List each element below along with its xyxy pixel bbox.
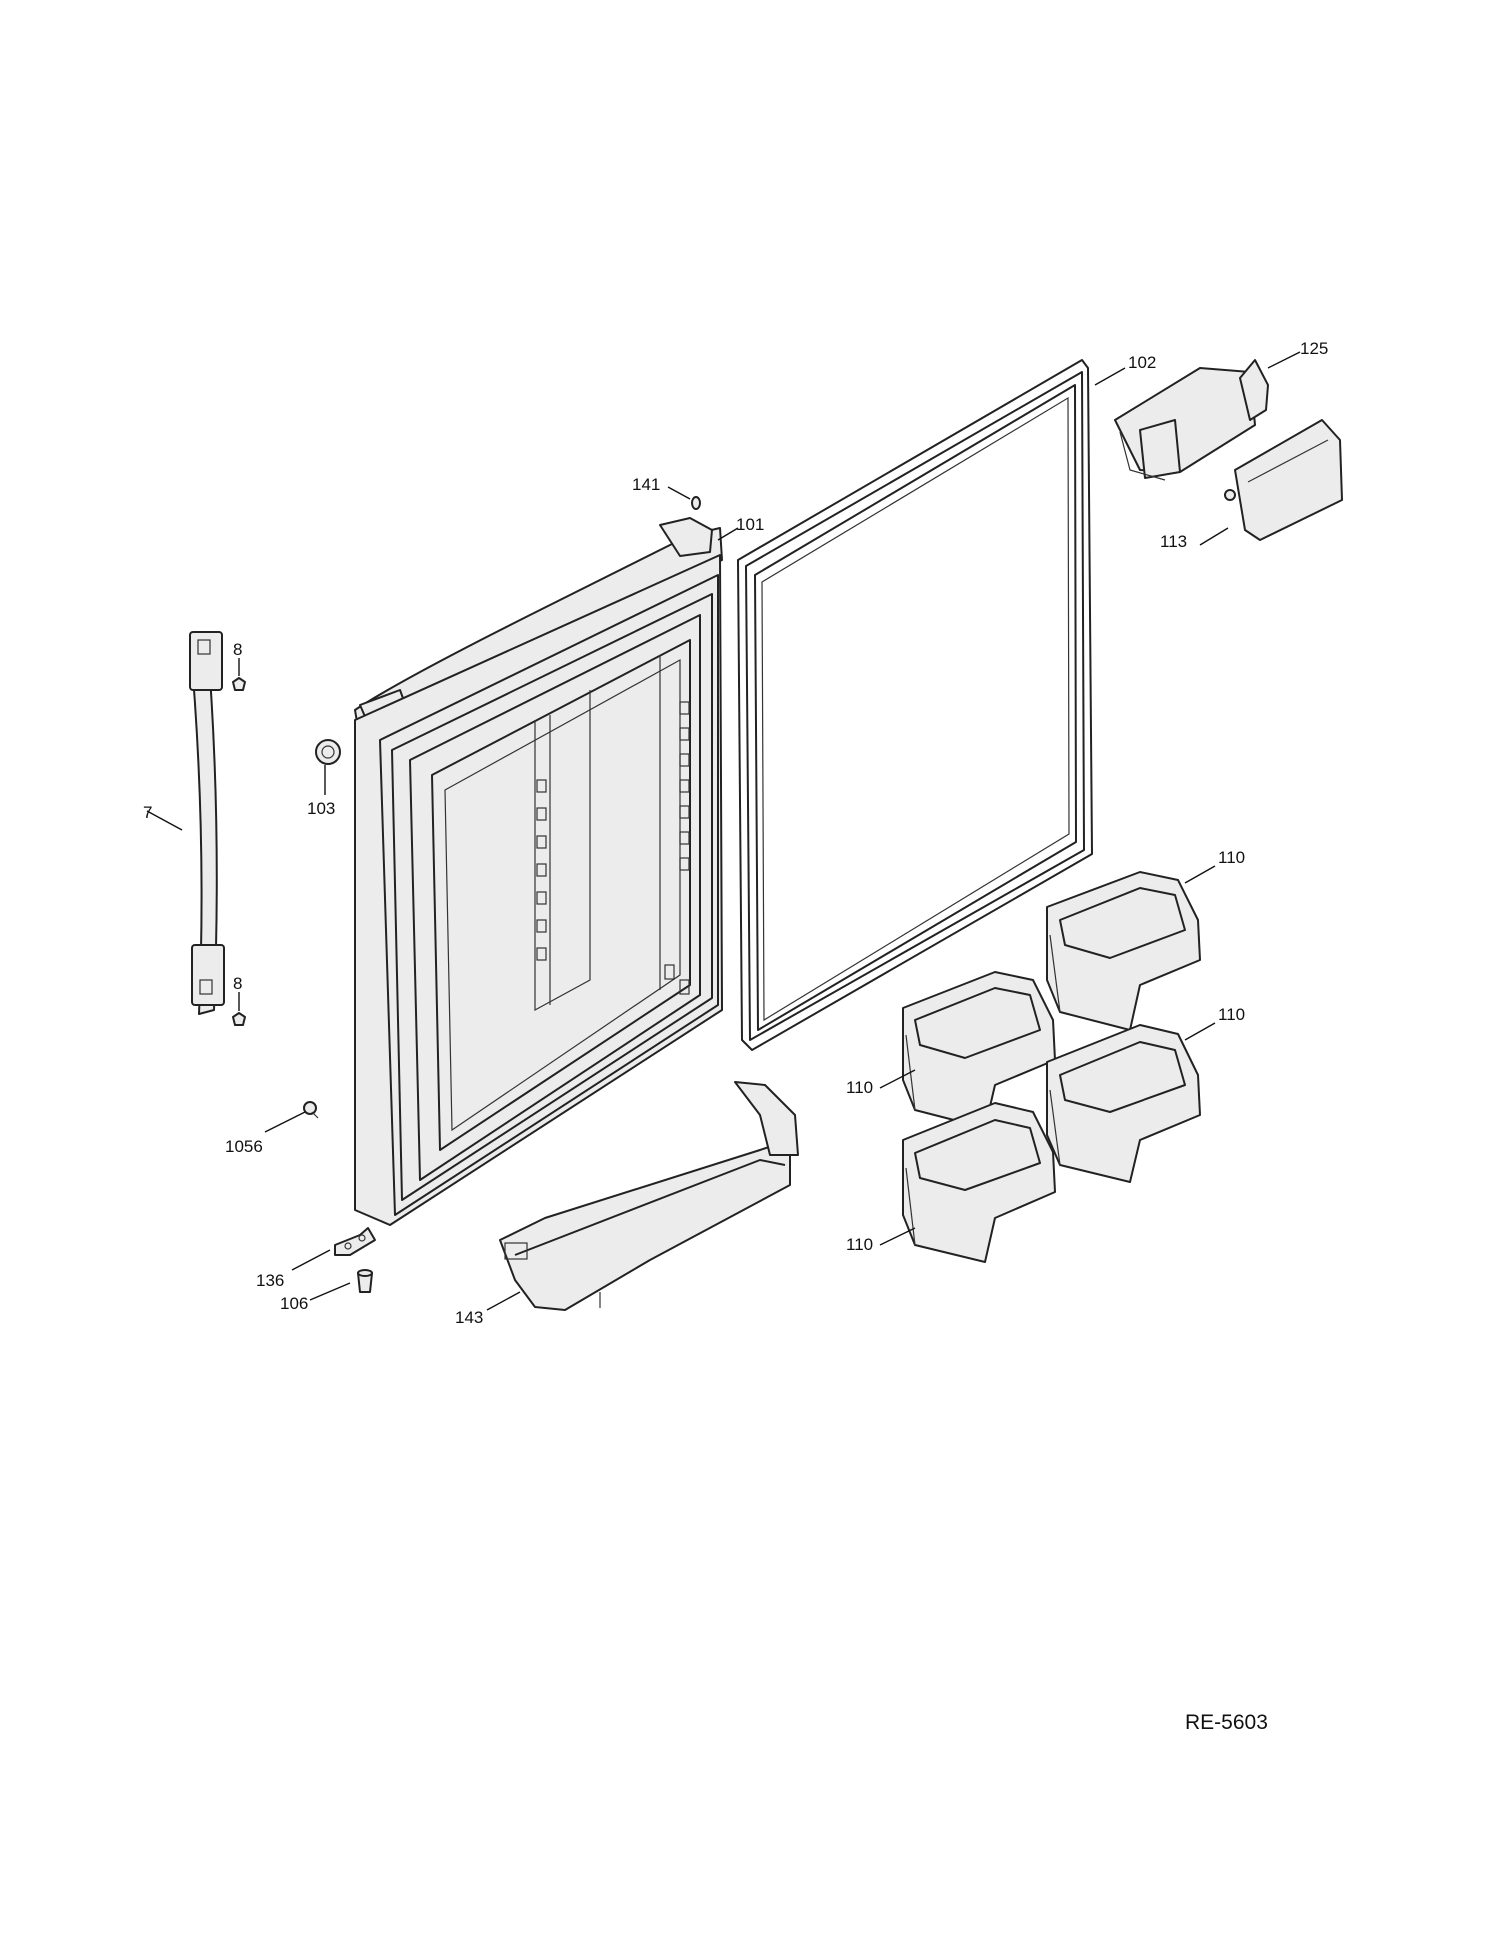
leader-110-a [1184, 865, 1216, 884]
drawing-reference-number: RE-5603 [1185, 1711, 1268, 1734]
leader-113 [1199, 527, 1229, 546]
leader-110-b [879, 1069, 916, 1089]
hinge-plug [315, 739, 341, 765]
callout-110-upper-left: 110 [846, 1078, 873, 1097]
door-bin-lower-right [1046, 1024, 1201, 1183]
door-handle [189, 631, 225, 1015]
door-bin-upper-right [1046, 871, 1201, 1031]
handle-screw-top [232, 658, 246, 691]
door-assembly [354, 517, 723, 1226]
leader-141 [667, 486, 691, 500]
callout-7: 7 [143, 803, 152, 822]
door-nut [691, 496, 701, 510]
door-gasket [737, 359, 1093, 1051]
door-screw [303, 1101, 319, 1119]
door-bin-lower-left [902, 1102, 1056, 1263]
leader-125 [1267, 351, 1301, 369]
leader-102 [1094, 367, 1126, 386]
leader-106 [309, 1282, 351, 1301]
bottom-door-shelf [499, 1081, 799, 1311]
callout-102: 102 [1128, 353, 1156, 372]
callout-110-upper-right: 110 [1218, 848, 1245, 867]
callout-1056: 1056 [225, 1137, 263, 1156]
callout-125: 125 [1300, 339, 1328, 358]
handle-screw-bottom [232, 992, 246, 1026]
callout-8-bottom: 8 [233, 974, 242, 993]
leader-110-c [1184, 1022, 1216, 1041]
callout-141: 141 [632, 475, 660, 494]
callout-143: 143 [455, 1308, 483, 1327]
callout-101: 101 [736, 515, 764, 534]
callout-110-lower-left: 110 [846, 1235, 873, 1254]
leader-110-d [879, 1227, 916, 1246]
callout-103: 103 [307, 799, 335, 818]
door-bin-upper-left [902, 971, 1056, 1129]
dairy-bin [1114, 359, 1269, 481]
leader-136 [291, 1249, 331, 1271]
callout-106: 106 [280, 1294, 308, 1313]
leader-1056 [264, 1111, 306, 1133]
callout-8-top: 8 [233, 640, 242, 659]
dairy-door [1224, 419, 1343, 541]
callout-113: 113 [1160, 532, 1187, 551]
leader-7 [146, 810, 183, 831]
hinge-bracket [334, 1227, 376, 1256]
leader-101 [717, 527, 739, 541]
leader-143 [486, 1291, 521, 1311]
callout-110-lower-right: 110 [1218, 1005, 1245, 1024]
callout-136: 136 [256, 1271, 284, 1290]
hinge-bushing [357, 1269, 373, 1293]
